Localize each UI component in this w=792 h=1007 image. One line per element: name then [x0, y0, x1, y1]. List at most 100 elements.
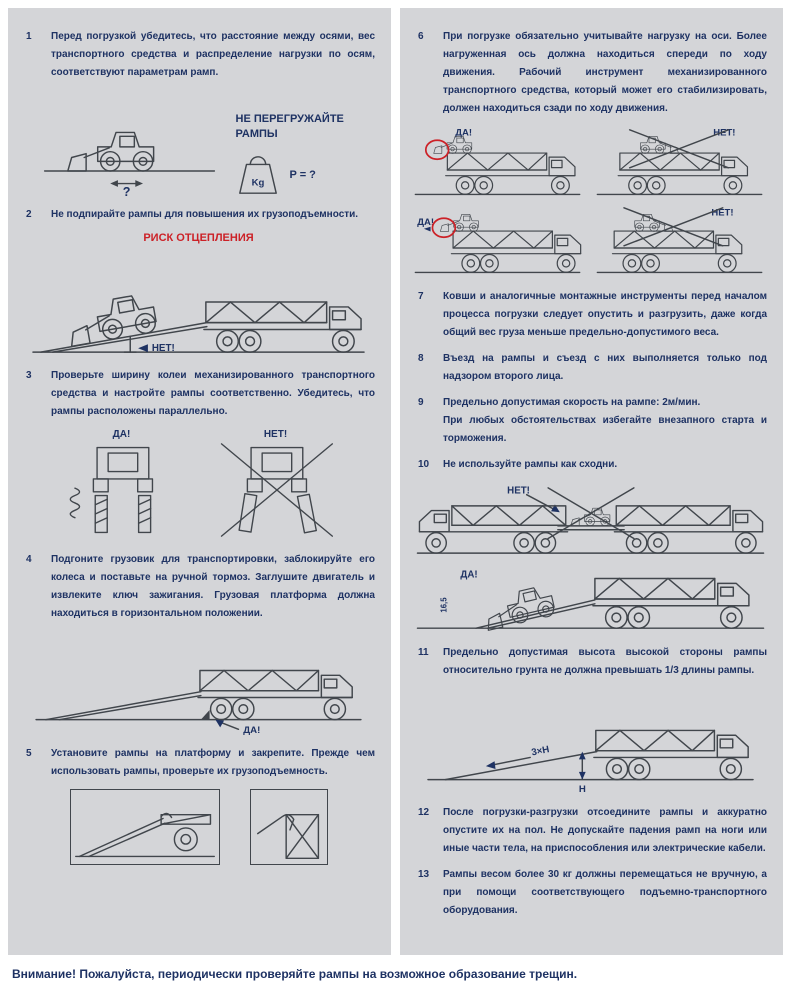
illustration-item-1: ? НЕ ПЕРЕГРУЖАЙТЕ РАМПЫ Kg P = ?: [18, 90, 379, 198]
red-highlight-circle: [431, 217, 457, 239]
truck-graphic: [450, 230, 582, 273]
item-text: Предельно допустимая высота высокой стор…: [443, 647, 767, 676]
loader-graphic: [480, 583, 557, 631]
track-width-correct: ДА!: [60, 429, 184, 543]
weight-question-label: P = ?: [289, 169, 316, 181]
no-gangway-graphic: НЕТ! ДА! 16,5: [416, 486, 764, 631]
two-column-layout: 1 Перед погрузкой убедитесь, что расстоя…: [8, 8, 784, 955]
item-number: 11: [418, 647, 429, 658]
label-yes: ДА!: [417, 217, 434, 228]
instruction-item-12: 12 После погрузки-разгрузки отсоедините …: [418, 804, 767, 858]
left-column: 1 Перед погрузкой убедитесь, что расстоя…: [8, 8, 391, 955]
instruction-item-3: 3 Проверьте ширину колеи механизированно…: [26, 367, 375, 421]
axle-distance-question-label: ?: [122, 185, 130, 198]
item-text: Проверьте ширину колеи механизированного…: [51, 370, 375, 417]
item-number: 13: [418, 869, 430, 880]
item-number: 10: [418, 459, 430, 470]
loader-axle-distance-graphic: ?: [43, 131, 215, 198]
height-label: H: [579, 784, 586, 795]
item-text: После погрузки-разгрузки отсоедините рам…: [443, 807, 767, 854]
ramp-on-platform-graphic: [69, 789, 220, 865]
item-text: Не используйте рампы как сходни.: [443, 459, 618, 470]
instruction-item-4: 4 Подгоните грузовик для транспортировки…: [26, 551, 375, 623]
label-yes: ДА!: [243, 725, 260, 736]
wheel-chock: [200, 710, 210, 720]
label-no: НЕТ!: [713, 128, 735, 139]
instruction-item-13: 13 Рампы весом более 30 кг должны переме…: [418, 866, 767, 920]
item-text: Въезд на рампы и съезд с них выполняется…: [443, 353, 767, 382]
axle-load-correct-1: ДА!: [414, 128, 581, 196]
truck-graphic: [617, 152, 748, 195]
truck-graphic: [593, 729, 749, 781]
label-no: НЕТ!: [507, 486, 530, 497]
instruction-item-6: 6 При погрузке обязательно учитывайте на…: [418, 28, 767, 118]
label-no: НЕТ!: [152, 343, 175, 354]
instruction-item-7: 7 Ковши и аналогичные монтажные инструме…: [418, 288, 767, 342]
misaligned-ramps-graphic: [220, 443, 333, 537]
item-number: 8: [418, 353, 424, 364]
item-number: 7: [418, 291, 424, 302]
illustration-item-3: ДА! НЕТ!: [18, 429, 379, 543]
manual-page: 1 Перед погрузкой убедитесь, что расстоя…: [8, 8, 784, 981]
item-text: Перед погрузкой убедитесь, что расстояни…: [51, 31, 375, 78]
truck-graphic: [613, 505, 763, 554]
loader-propped-ramp-graphic: НЕТ!: [32, 291, 365, 354]
weight-warning-block: НЕ ПЕРЕГРУЖАЙТЕ РАМПЫ Kg P = ?: [236, 112, 358, 198]
axle-load-wrong-2: НЕТ!: [596, 207, 762, 274]
instruction-item-11: 11 Предельно допустимая высота высокой с…: [418, 644, 767, 680]
truck-graphic: [591, 577, 750, 629]
label-no: НЕТ!: [711, 207, 733, 218]
kg-weight-icon: Kg: [238, 156, 277, 194]
weight-row: Kg P = ?: [236, 152, 358, 198]
ramp-hook-closeup-graphic: [249, 789, 328, 865]
dont-overload-heading: НЕ ПЕРЕГРУЖАЙТЕ РАМПЫ: [235, 113, 344, 141]
ramp-height-ratio-graphic: 3×H H: [427, 729, 754, 795]
item-text: Подгоните грузовик для транспортировки, …: [51, 554, 375, 619]
loader-graphic: [440, 214, 479, 232]
truck-graphic: [445, 152, 576, 195]
right-column: 6 При погрузке обязательно учитывайте на…: [400, 8, 783, 955]
illustration-item-6: ДА! НЕТ! ДА!: [410, 126, 771, 280]
instruction-item-9: 9 Предельно допустимая скорость на рампе…: [418, 394, 767, 448]
track-width-wrong: НЕТ!: [214, 429, 338, 543]
parallel-ramps-graphic: [69, 446, 153, 534]
instruction-item-10: 10 Не используйте рампы как сходни.: [418, 456, 767, 474]
truck-graphic: [418, 505, 568, 554]
truck-graphic: [203, 301, 362, 353]
risk-of-uncoupling-heading: РИСК ОТЦЕПЛЕНИЯ: [143, 232, 254, 244]
label-yes: ДА!: [460, 570, 477, 581]
label-yes: ДА!: [112, 429, 131, 440]
item-number: 6: [418, 31, 424, 42]
label-yes: ДА!: [455, 128, 472, 139]
red-highlight-circle: [424, 139, 450, 161]
instruction-item-5: 5 Установите рампы на платформу и закреп…: [26, 745, 375, 781]
instruction-item-1: 1 Перед погрузкой убедитесь, что расстоя…: [26, 28, 375, 82]
loader-graphic: [433, 136, 473, 154]
item-number: 9: [418, 397, 424, 408]
item-number: 1: [26, 31, 32, 42]
item-number: 3: [26, 370, 32, 381]
item-text: Ковши и аналогичные монтажные инструмент…: [443, 291, 767, 338]
kg-label: Kg: [251, 178, 264, 189]
axle-load-wrong-1: НЕТ!: [596, 128, 762, 196]
loader-graphic: [66, 131, 154, 172]
dimension-label: 16,5: [439, 597, 448, 613]
item-number: 4: [26, 554, 32, 565]
loader-graphic: [570, 507, 610, 527]
instruction-item-2: 2 Не подпирайте рампы для повышения их г…: [26, 206, 375, 224]
illustration-item-5: [18, 789, 379, 865]
item-number: 5: [26, 748, 32, 759]
illustration-item-2: НЕТ!: [18, 249, 379, 359]
illustration-item-10: НЕТ! ДА! 16,5: [410, 482, 771, 636]
item-number: 12: [418, 807, 430, 818]
footer-warning: Внимание! Пожалуйста, периодически прове…: [12, 967, 578, 981]
truck-graphic: [611, 230, 742, 273]
loader-graphic: [64, 291, 159, 348]
illustration-item-4: ДА!: [18, 631, 379, 737]
item-text: При погрузке обязательно учитывайте нагр…: [443, 31, 767, 114]
item-text: Установите рампы на платформу и закрепит…: [51, 748, 375, 777]
axle-load-correct-2: ДА!: [414, 214, 582, 274]
instruction-item-8: 8 Въезд на рампы и съезд с них выполняет…: [418, 350, 767, 386]
label-no: НЕТ!: [263, 429, 288, 440]
ramp-length-label: 3×H: [531, 744, 551, 758]
